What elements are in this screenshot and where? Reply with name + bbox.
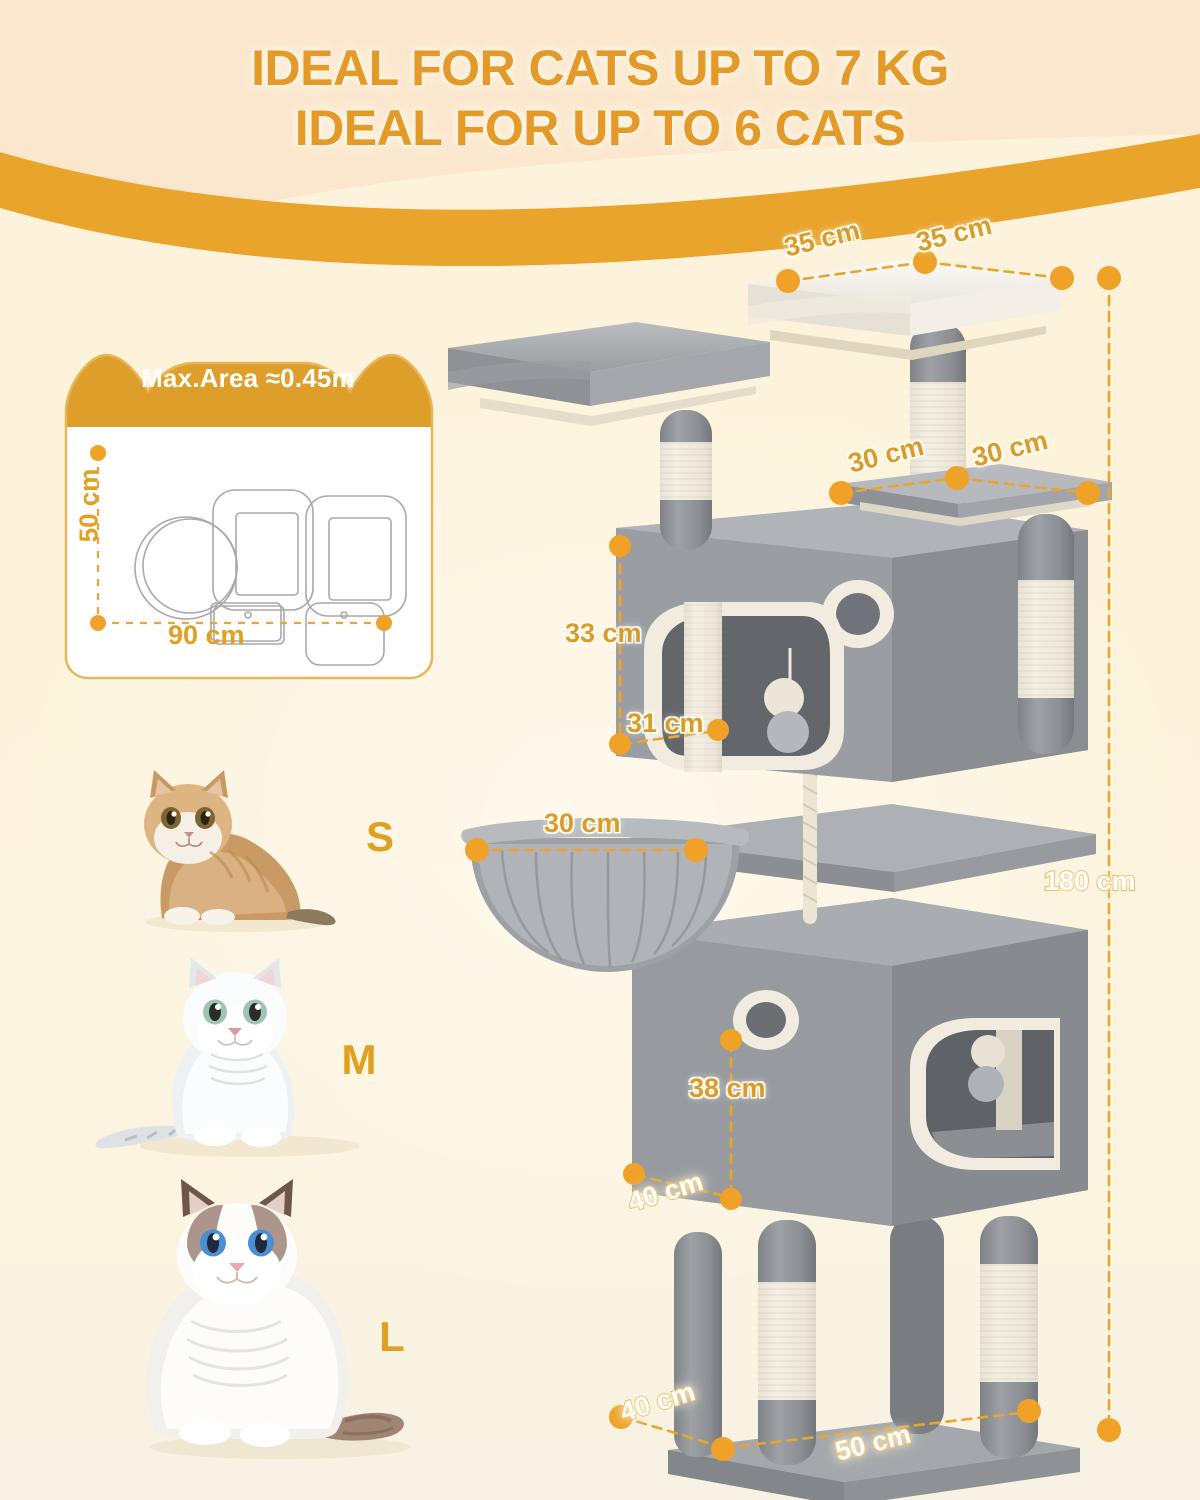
max-area-card: Max.Area ≈0.45m <box>48 315 448 680</box>
dimension-label-lower-condo-height: 38 cm <box>689 1073 766 1103</box>
dimension-label-upper-condo-height: 33 cm <box>565 618 642 648</box>
cat-ear-card-shape <box>64 353 434 680</box>
bottom-legs <box>674 1216 1038 1465</box>
cat-size-row-m: M <box>85 950 445 1160</box>
headline-line-2: IDEAL FOR UP TO 6 CATS <box>294 100 906 156</box>
plan-width-label: 90 cm <box>168 620 245 650</box>
large-cat-image <box>146 1179 410 1459</box>
dimension-label-total-height: 180 cm <box>1043 865 1137 897</box>
cat-size-letter-s: S <box>365 813 394 860</box>
cat-size-letter-l: L <box>379 1313 405 1360</box>
max-area-title: Max.Area ≈0.45m <box>141 363 355 393</box>
lower-condo <box>632 898 1088 1226</box>
cat-size-letter-m: M <box>341 1036 377 1083</box>
cat-size-row-s: S <box>110 760 450 935</box>
upper-posts <box>660 322 1074 754</box>
plan-depth-label: 50 cm <box>73 468 104 543</box>
cat-tree-product-image <box>448 260 1112 1500</box>
cat-size-row-l: L <box>95 1175 485 1465</box>
footprint-plan-diagram <box>90 445 407 666</box>
small-cat-image <box>144 770 336 932</box>
medium-cat-image <box>95 958 360 1157</box>
headline-block: IDEAL FOR CATS UP TO 7 KG IDEAL FOR UP T… <box>0 38 1200 158</box>
upper-condo <box>616 502 1088 782</box>
dimension-label-basket-width: 30 cm <box>544 808 621 838</box>
hammock-basket <box>461 818 750 972</box>
dimension-label-upper-condo-depth: 31 cm <box>627 708 704 738</box>
top-right-platform <box>748 260 1060 360</box>
headline-line-1: IDEAL FOR CATS UP TO 7 KG <box>251 40 949 96</box>
top-left-platform <box>448 322 770 426</box>
